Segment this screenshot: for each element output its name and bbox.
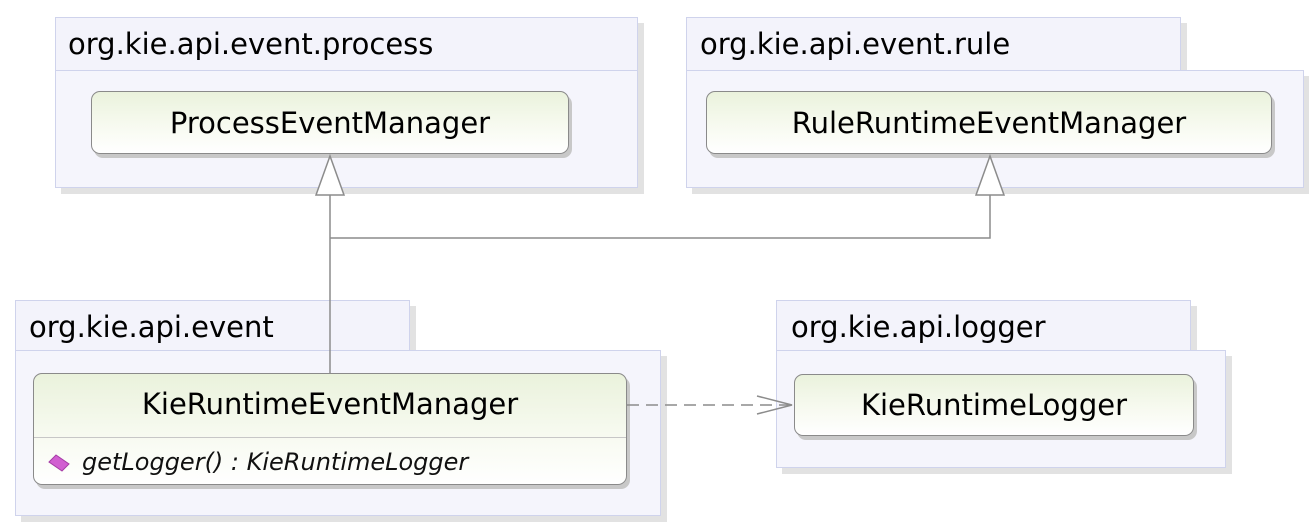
realization-arrowhead-process [314,153,346,196]
method-signature: getLogger() : KieRuntimeLogger [82,448,469,476]
abstract-method-icon [48,454,70,472]
package-label: org.kie.api.logger [791,310,1046,344]
package-label: org.kie.api.event.rule [700,27,1011,61]
class-name: ProcessEventManager [169,106,491,140]
realization-arrowhead-rule [974,153,1006,196]
package-label: org.kie.api.event [29,310,274,344]
realization-line-rule [330,195,991,239]
class-kie-runtime-logger[interactable]: KieRuntimeLogger [794,374,1194,436]
class-divider [34,437,626,438]
class-name: RuleRuntimeEventManager [791,106,1187,140]
package-label: org.kie.api.event.process [68,27,434,61]
dependency-arrowhead [756,395,793,415]
class-rule-runtime-event-manager[interactable]: RuleRuntimeEventManager [706,91,1272,154]
method-get-logger[interactable]: getLogger() : KieRuntimeLogger [46,450,468,474]
class-process-event-manager[interactable]: ProcessEventManager [91,91,569,154]
class-name: KieRuntimeEventManager [141,387,519,421]
class-kie-runtime-event-manager[interactable]: KieRuntimeEventManager getLogger() : Kie… [33,373,627,485]
class-name: KieRuntimeLogger [860,388,1127,422]
